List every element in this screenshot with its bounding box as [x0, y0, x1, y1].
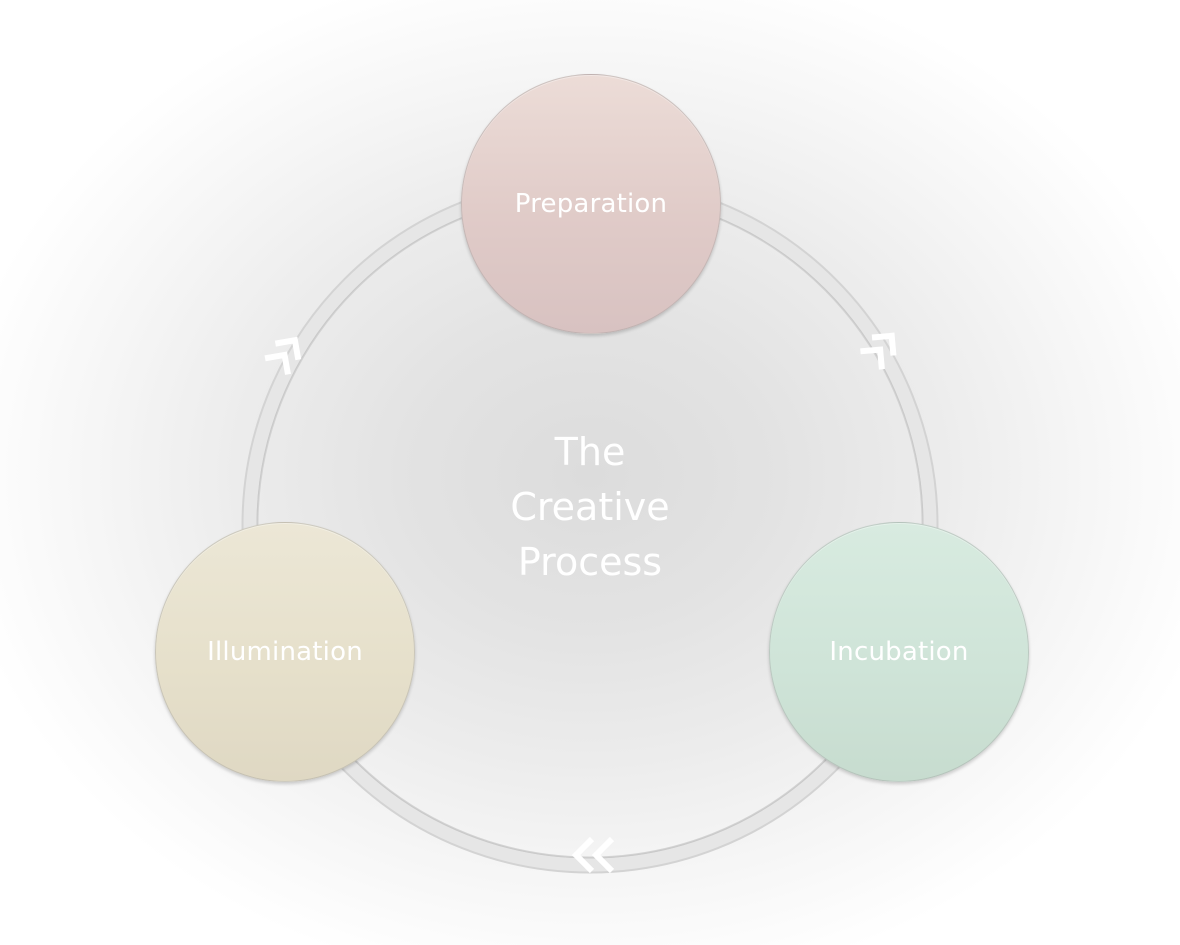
node-incubation: Incubation — [769, 522, 1029, 782]
diagram-title: The Creative Process — [440, 425, 740, 590]
node-illumination: Illumination — [155, 522, 415, 782]
node-label: Preparation — [514, 189, 668, 219]
diagram-title-line: Process — [517, 540, 663, 584]
node-preparation: Preparation — [461, 74, 721, 334]
node-label: Incubation — [829, 637, 969, 667]
double-chevron-icon — [264, 336, 302, 375]
diagram-title-line: The — [554, 430, 626, 474]
double-chevron-icon — [571, 836, 615, 874]
diagram-title-line: Creative — [510, 485, 670, 529]
node-label: Illumination — [207, 637, 363, 667]
double-chevron-icon — [860, 332, 897, 370]
